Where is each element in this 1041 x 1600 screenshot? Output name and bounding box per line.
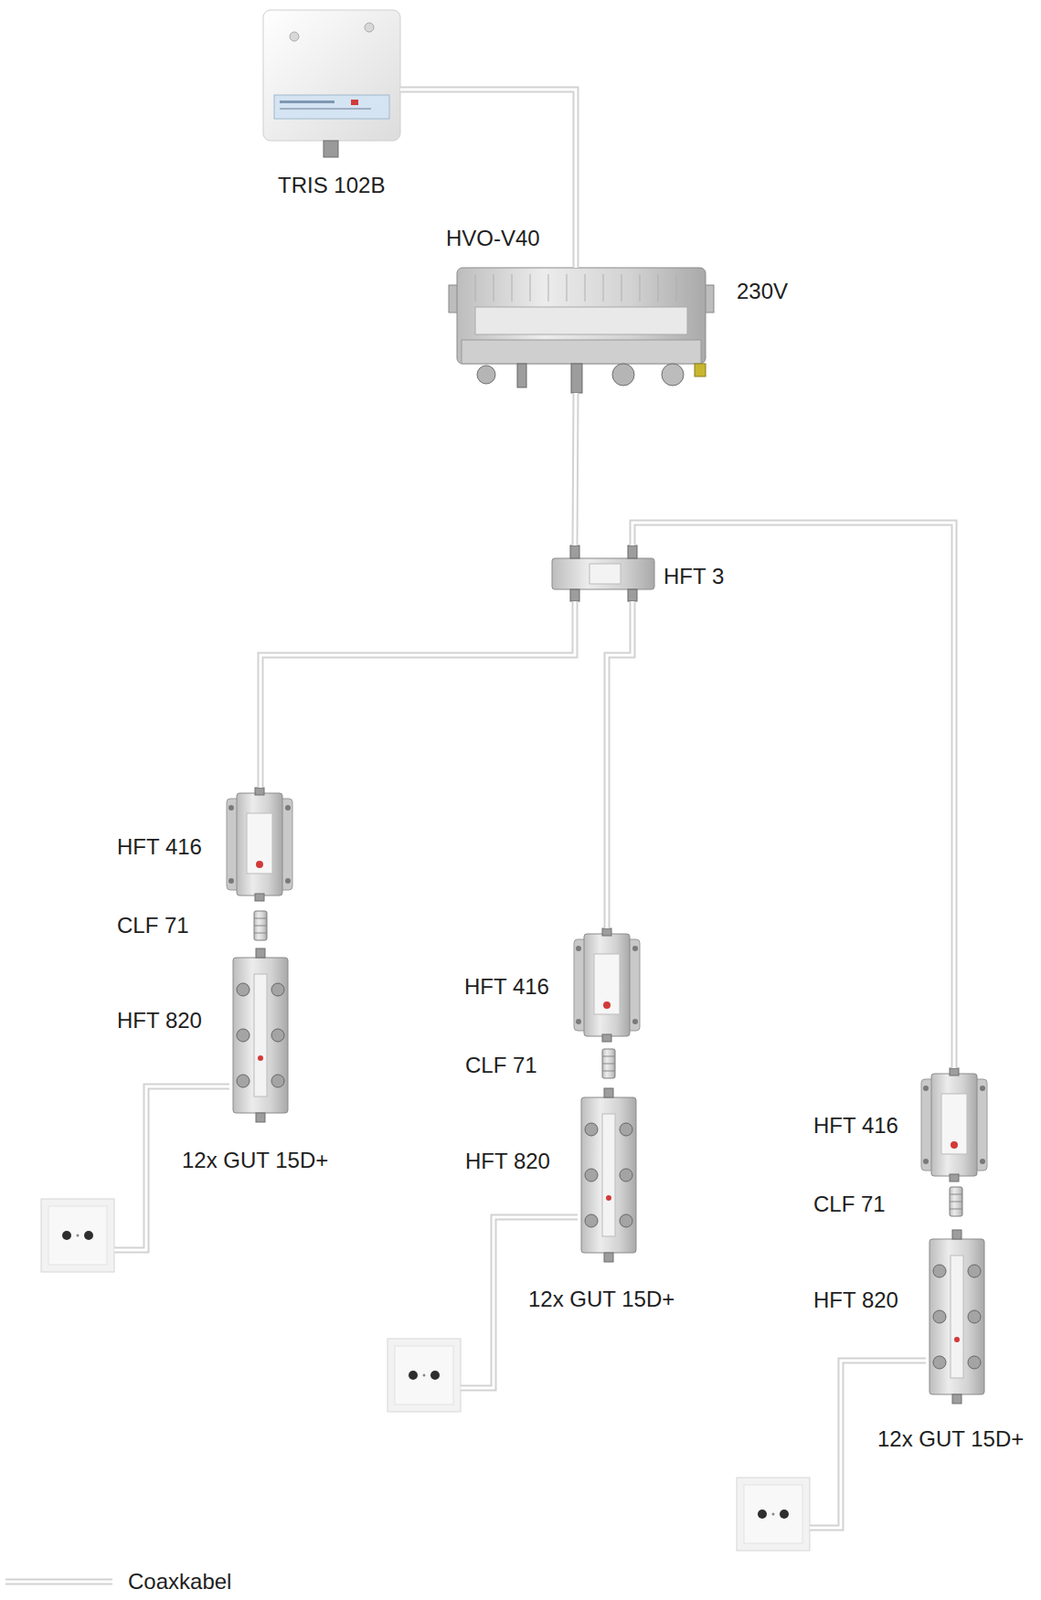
cable-outline [606, 601, 633, 929]
device-label: CLF 71 [465, 1052, 538, 1079]
distributor-node: HFT 820 [925, 1230, 990, 1404]
tap-node: HFT 416 [921, 1068, 988, 1182]
adapter-node: CLF 71 [251, 911, 271, 941]
device-label: 12x GUT 15D+ [181, 1147, 329, 1174]
adapter-illustration [602, 1049, 616, 1079]
legend-line-sample [5, 1582, 113, 1583]
amplifier-node: HVO-V40 [448, 267, 714, 394]
antenna-socket-illustration [263, 10, 401, 158]
cable-outline [632, 522, 955, 1069]
coax-cable [574, 393, 576, 546]
tap-illustration [921, 1068, 988, 1182]
outlet-illustration [387, 1338, 461, 1413]
coax-cable [606, 601, 633, 929]
device-label: CLF 71 [813, 1191, 886, 1218]
outlet-illustration [41, 1199, 115, 1273]
cable-core [606, 601, 633, 929]
distributor-illustration [929, 1230, 985, 1404]
tap-illustration [226, 787, 293, 902]
adapter-illustration [949, 1187, 963, 1217]
coax-cable [260, 601, 575, 788]
device-label: TRIS 102B [277, 172, 385, 199]
cable-outline [260, 601, 575, 788]
amplifier-illustration [448, 267, 714, 394]
splitter-node: HFT 3 [548, 545, 659, 602]
device-label: HFT 820 [465, 1148, 551, 1175]
coax-cable [632, 522, 955, 1069]
device-label: HFT 416 [464, 974, 550, 1000]
outlet-illustration [736, 1477, 810, 1551]
cable-core [260, 601, 575, 788]
antenna-socket-node: TRIS 102B [263, 10, 401, 141]
device-label: HFT 820 [813, 1287, 899, 1314]
cable-outline [574, 393, 576, 546]
device-label: 12x GUT 15D+ [528, 1286, 675, 1313]
legend-text: Coaxkabel [127, 1569, 232, 1595]
splitter-illustration [552, 545, 655, 602]
cable-core [632, 522, 955, 1069]
adapter-illustration [254, 911, 267, 941]
device-label: HFT 416 [813, 1113, 899, 1139]
distributor-illustration [233, 948, 288, 1123]
tap-node: HFT 416 [226, 787, 294, 903]
device-label: HFT 416 [116, 834, 202, 861]
power-label: 230V [736, 278, 788, 305]
coax-cable [400, 89, 576, 268]
outlet-node: 12x GUT 15D+ [387, 1338, 461, 1413]
device-label: 12x GUT 15D+ [877, 1426, 1024, 1453]
device-label: CLF 71 [116, 913, 190, 939]
outlet-node: 12x GUT 15D+ [736, 1477, 810, 1551]
distributor-node: HFT 820 [577, 1088, 642, 1263]
cable-outline [400, 89, 576, 268]
distributor-illustration [581, 1088, 637, 1263]
outlet-node: 12x GUT 15D+ [41, 1199, 115, 1273]
device-label: HFT 3 [663, 563, 724, 590]
adapter-node: CLF 71 [599, 1049, 619, 1079]
cable-core [574, 393, 576, 546]
device-label: HFT 820 [116, 1008, 202, 1034]
tap-node: HFT 416 [573, 928, 641, 1042]
distributor-node: HFT 820 [229, 948, 294, 1123]
cable-core [400, 89, 576, 268]
device-label: HVO-V40 [446, 225, 541, 252]
tap-illustration [573, 928, 640, 1042]
adapter-node: CLF 71 [946, 1187, 967, 1221]
